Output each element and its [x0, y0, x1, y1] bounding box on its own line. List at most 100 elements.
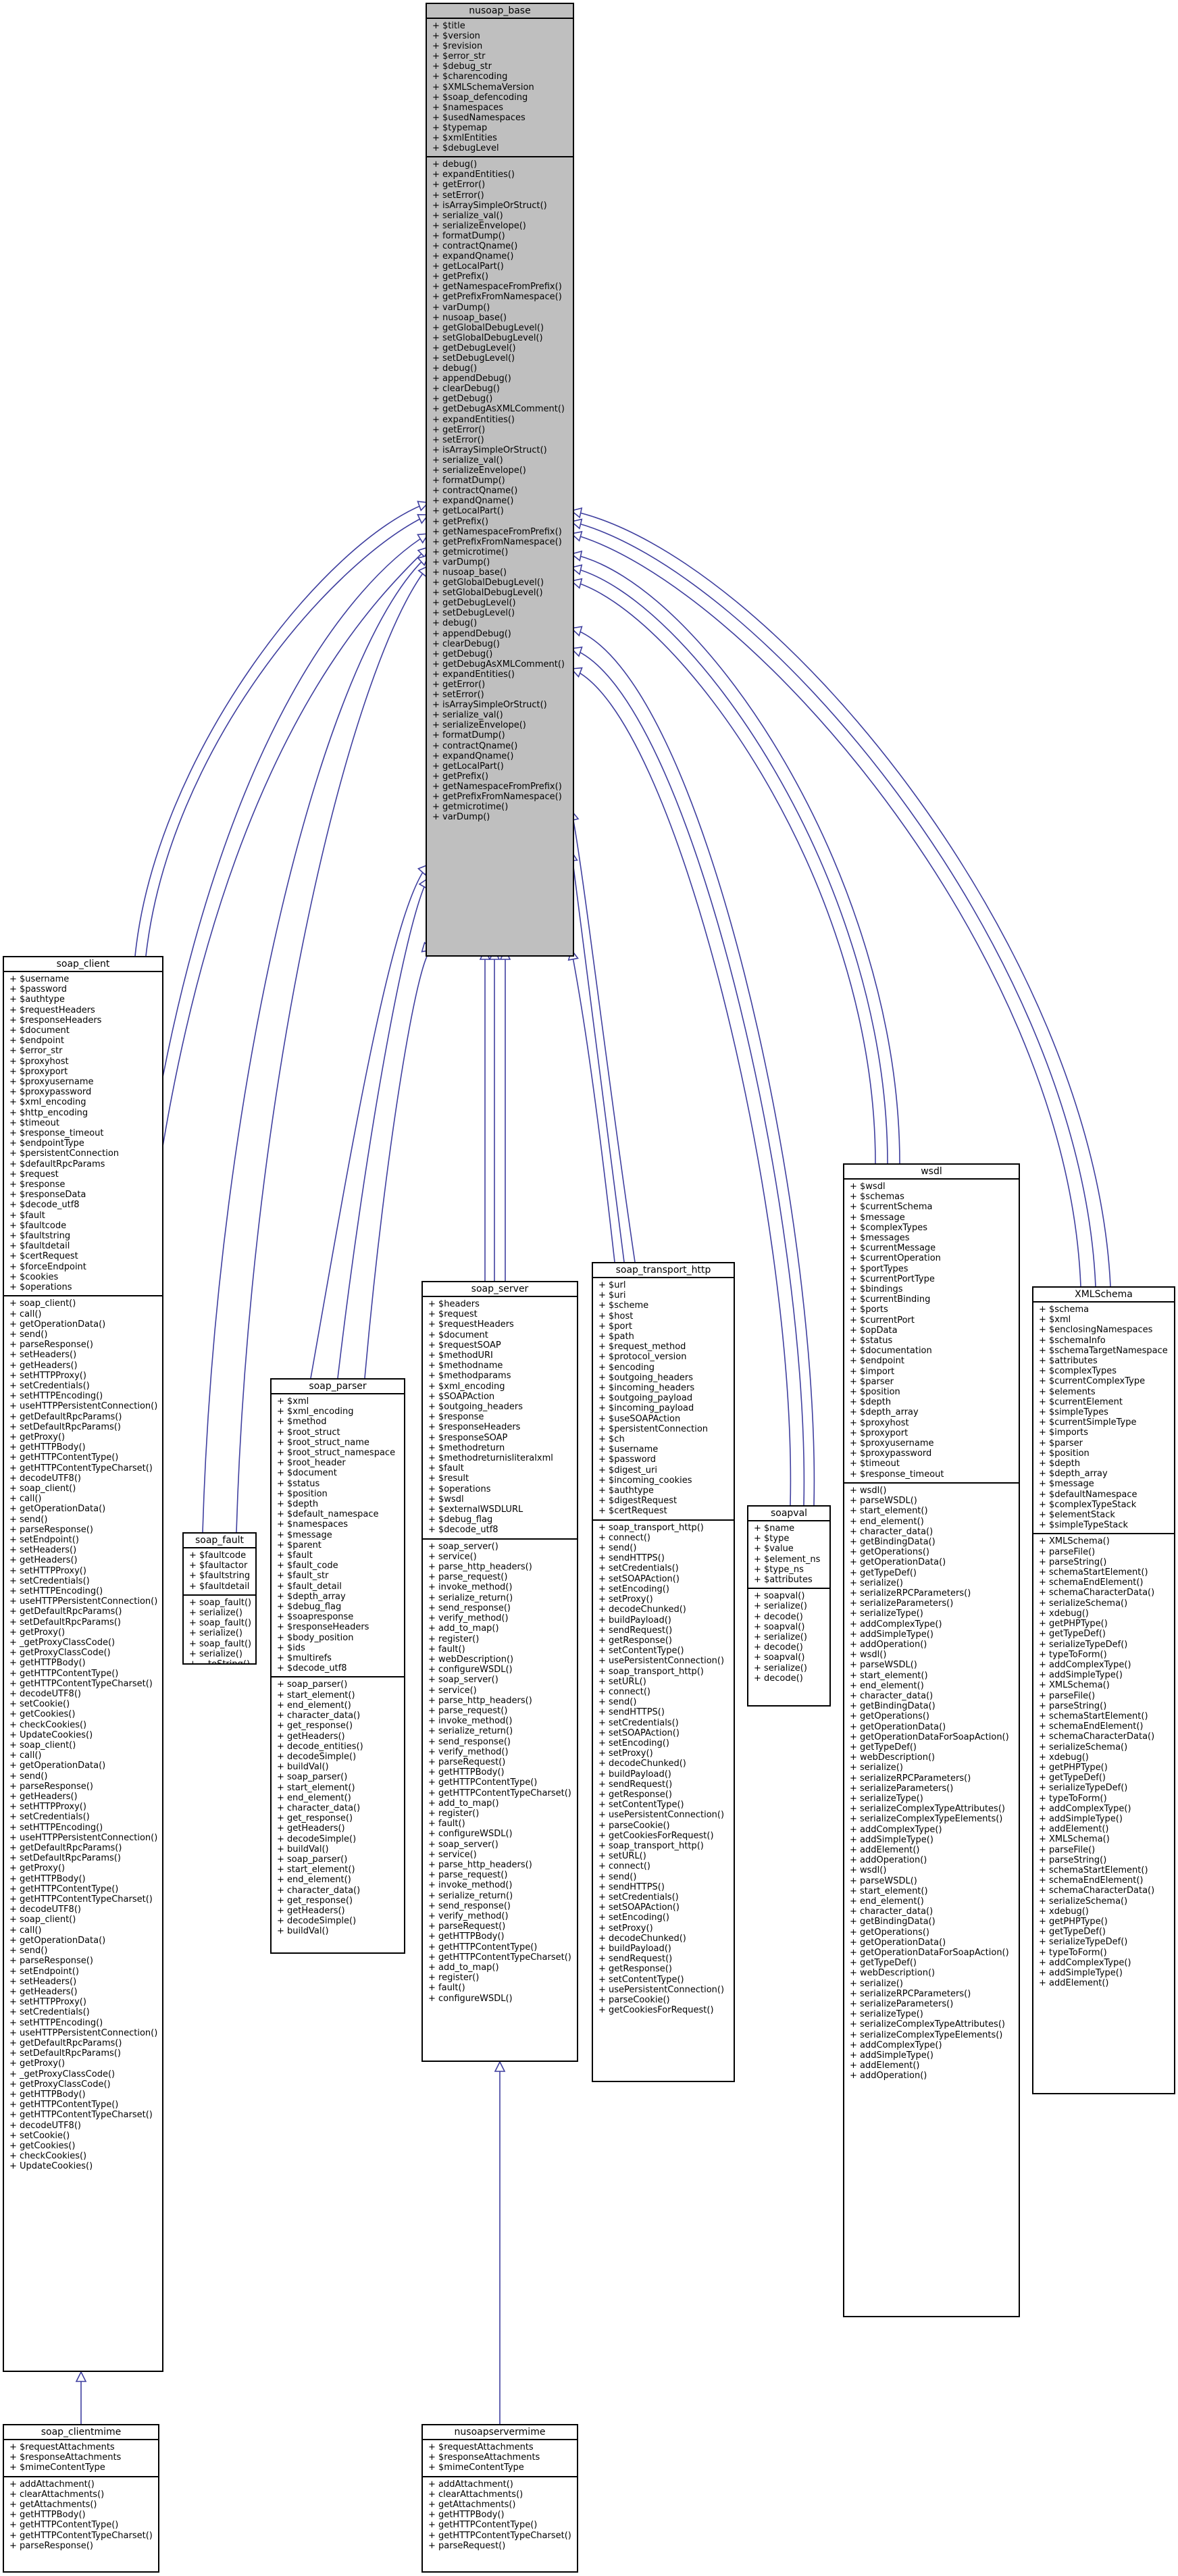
- inheritance-edge: [571, 668, 792, 1506]
- class-attribute: + $parser: [850, 1376, 894, 1387]
- class-method: + addOperation(): [850, 2071, 927, 2081]
- class-method: + getCookiesForRequest(): [598, 1830, 714, 1841]
- class-method: + getHeaders(): [9, 1360, 78, 1371]
- class-attribute: + $requestAttachments: [428, 2442, 534, 2452]
- class-attribute: + $fault_detail: [277, 1581, 342, 1592]
- class-soap-server[interactable]: soap_server + $headers+ $request+ $reque…: [421, 1281, 578, 2062]
- class-attribute: + $outgoing_headers: [428, 1402, 523, 1413]
- class-method: + getProxyClassCode(): [9, 2079, 111, 2090]
- class-method: + getTypeDef(): [1039, 1773, 1106, 1784]
- class-method: + setSOAPAction(): [598, 1573, 680, 1584]
- attribute-list: + $title+ $version+ $revision+ $error_st…: [427, 19, 573, 158]
- class-soap-client[interactable]: soap_client + $username+ $password+ $aut…: [3, 956, 163, 2372]
- class-method: + soap_transport_http(): [598, 1522, 704, 1533]
- class-attribute: + $root_struct_namespace: [277, 1448, 396, 1459]
- class-method: + clearDebug(): [432, 638, 500, 649]
- class-method: + getHTTPContentTypeCharset(): [9, 2110, 153, 2121]
- class-method: + addOperation(): [850, 1639, 927, 1650]
- class-method: + nusoap_base(): [432, 567, 507, 578]
- class-method: + start_element(): [277, 1782, 355, 1793]
- class-attribute: + $debug_str: [432, 61, 492, 72]
- class-method: + getResponse(): [598, 1789, 672, 1800]
- class-method: + parseFile(): [1039, 1690, 1096, 1701]
- attribute-list: + $headers+ $request+ $requestHeaders+ $…: [423, 1297, 577, 1540]
- class-xmlschema[interactable]: XMLSchema + $schema+ $xml+ $enclosingNam…: [1032, 1286, 1175, 2094]
- class-method: + typeToForm(): [1039, 1649, 1107, 1660]
- class-method: + getPrefix(): [432, 272, 489, 282]
- class-attribute: + $faultdetail: [189, 1581, 250, 1592]
- method-list: + wsdl()+ parseWSDL()+ start_element()+ …: [844, 1484, 1019, 2083]
- class-method: + end_element(): [277, 1792, 351, 1803]
- class-method: + clearAttachments(): [428, 2489, 523, 2500]
- class-attribute: + $namespaces: [277, 1519, 349, 1530]
- class-method: + parse_http_headers(): [428, 1859, 532, 1870]
- class-method: + send_response(): [428, 1900, 511, 1911]
- class-method: + getCookies(): [9, 2140, 76, 2151]
- class-method: + useHTTPPersistentConnection(): [9, 1832, 158, 1843]
- class-method: + expandEntities(): [432, 669, 515, 680]
- class-method: + getPrefix(): [432, 516, 489, 527]
- class-method: + getPHPType(): [1039, 1619, 1108, 1630]
- class-method: + getLocalPart(): [432, 261, 504, 272]
- class-method: + parseCookie(): [598, 1995, 670, 2006]
- class-method: + serialize(): [850, 1577, 903, 1588]
- class-method: + add_to_map(): [428, 1623, 499, 1634]
- class-method: + expandEntities(): [432, 414, 515, 425]
- class-method: + getGlobalDebugLevel(): [432, 322, 544, 333]
- class-attribute: + $endpointType: [9, 1138, 84, 1149]
- class-method: + getHTTPContentType(): [428, 1942, 538, 1952]
- class-attribute: + $responseSOAP: [428, 1432, 508, 1443]
- class-method: + setCredentials(): [9, 1812, 90, 1823]
- inheritance-arrow: [494, 2061, 506, 2072]
- class-attribute: + $proxypassword: [9, 1087, 92, 1098]
- class-attribute: + $simpleTypes: [1039, 1407, 1108, 1418]
- class-method: + setDebugLevel(): [432, 608, 515, 619]
- class-attribute: + $decode_utf8: [428, 1525, 498, 1536]
- class-method: + getLocalPart(): [432, 506, 504, 517]
- class-method: + getDefaultRpcParams(): [9, 1411, 122, 1422]
- class-method: + getOperationDataForSoapAction(): [850, 1732, 1009, 1742]
- class-method: + getHTTPBody(): [428, 1767, 505, 1778]
- inheritance-edge: [571, 580, 876, 1164]
- class-soap-transport-http[interactable]: soap_transport_http + $url+ $uri+ $schem…: [592, 1262, 735, 2082]
- class-method: + decodeChunked(): [598, 1759, 686, 1769]
- class-attribute: + $faultstring: [189, 1571, 251, 1582]
- class-method: + setProxy(): [598, 1748, 653, 1759]
- class-method: + serializeParameters(): [850, 1598, 954, 1609]
- class-soap-parser[interactable]: soap_parser + $xml+ $xml_encoding+ $meth…: [270, 1378, 405, 1954]
- class-nusoap-base[interactable]: nusoap_base + $title+ $version+ $revisio…: [426, 3, 574, 957]
- class-attribute: + $depth: [277, 1499, 319, 1510]
- class-method: + character_data(): [850, 1690, 933, 1701]
- class-method: + getNamespaceFromPrefix(): [432, 526, 562, 537]
- class-attribute: + $message: [1039, 1479, 1094, 1490]
- class-method: + getTypeDef(): [1039, 1927, 1106, 1938]
- class-attribute: + $currentSimpleType: [1039, 1417, 1137, 1428]
- class-method: + register(): [428, 1634, 480, 1644]
- class-soap-fault[interactable]: soap_fault + $faultcode+ $faultactor+ $f…: [182, 1532, 257, 1665]
- class-soapval[interactable]: soapval + $name+ $type+ $value+ $element…: [747, 1505, 831, 1707]
- class-method: + getHTTPContentTypeCharset(): [9, 2530, 153, 2541]
- class-method: + getHTTPContentTypeCharset(): [428, 2530, 571, 2541]
- class-attribute: + $enclosingNamespaces: [1039, 1325, 1153, 1336]
- class-nusoapservermime[interactable]: nusoapservermime + $requestAttachments+ …: [421, 2424, 578, 2573]
- class-soap-clientmime[interactable]: soap_clientmime + $requestAttachments+ $…: [3, 2424, 159, 2573]
- class-method: + setHTTPEncoding(): [9, 1822, 103, 1833]
- class-attribute: + $request_method: [598, 1342, 686, 1353]
- class-attribute: + $digestRequest: [598, 1496, 677, 1507]
- class-attribute: + $proxyhost: [9, 1056, 69, 1067]
- class-method: + decodeUTF8(): [9, 2120, 81, 2131]
- class-method: + schemaEndElement(): [1039, 1577, 1144, 1588]
- class-method: + getProxyClassCode(): [9, 1648, 111, 1659]
- class-method: + addSimpleType(): [850, 2050, 933, 2061]
- class-method: + setEncoding(): [598, 1584, 669, 1594]
- class-method: + start_element(): [850, 1670, 928, 1681]
- class-attribute: + $responseAttachments: [9, 2452, 122, 2463]
- class-method: + invoke_method(): [428, 1716, 513, 1727]
- class-method: + service(): [428, 1551, 477, 1562]
- class-attribute: + $method: [277, 1417, 327, 1428]
- class-method: + getTypeDef(): [850, 1742, 917, 1752]
- class-wsdl[interactable]: wsdl + $wsdl+ $schemas+ $currentSchema+ …: [843, 1163, 1020, 2317]
- class-method: + character_data(): [277, 1885, 361, 1896]
- inheritance-edge: [134, 502, 429, 957]
- class-method: + send(): [598, 1871, 637, 1882]
